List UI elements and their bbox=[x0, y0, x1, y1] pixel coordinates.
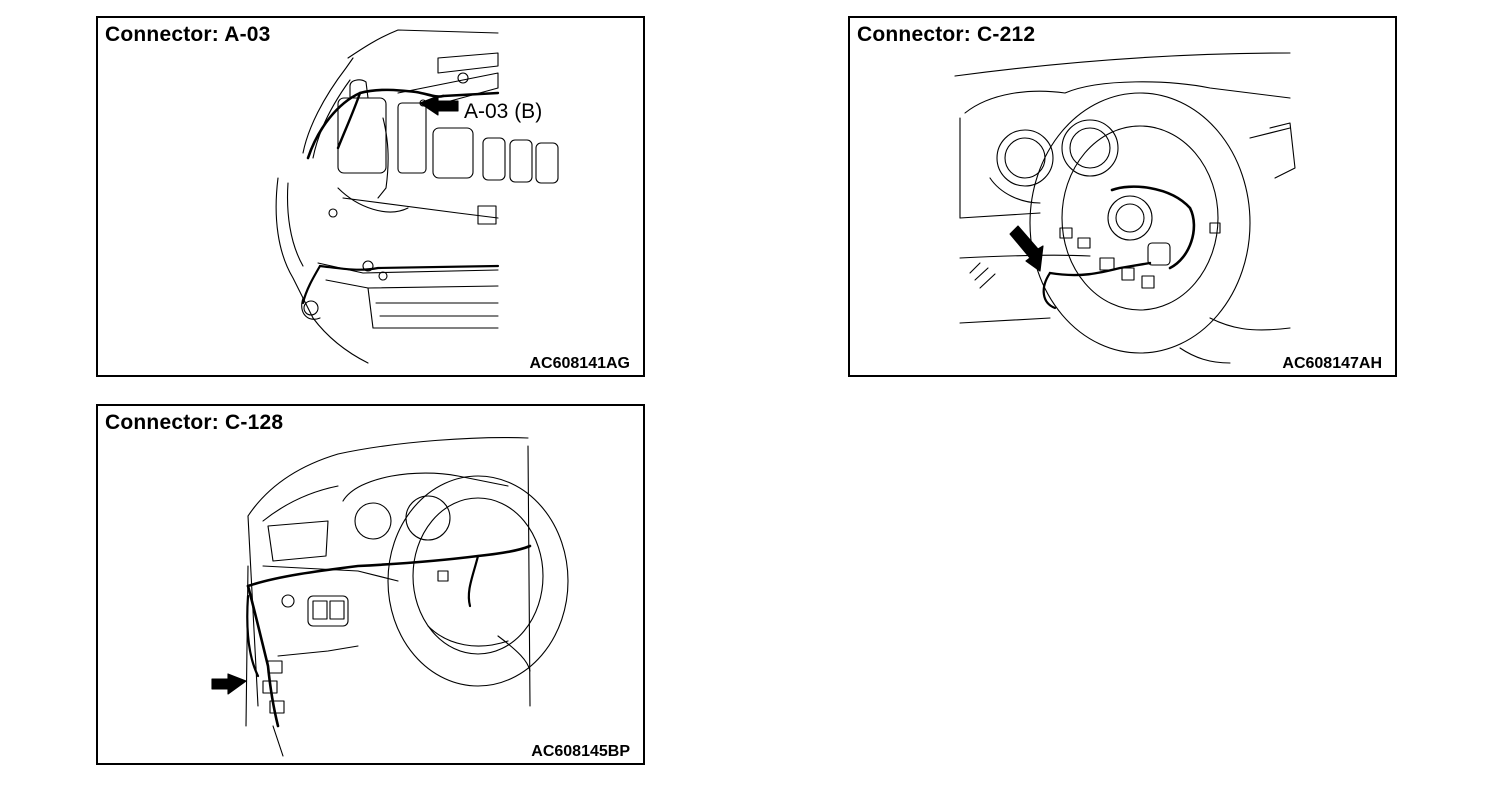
steering-wheel-illustration bbox=[850, 18, 1395, 375]
figure-code: AC608141AG bbox=[529, 355, 631, 372]
figure-code: AC608145BP bbox=[531, 743, 630, 760]
connector-c212-panel: Connector: C-212 AC608147AH bbox=[848, 16, 1397, 377]
panel-title: Connector: A-03 bbox=[105, 23, 271, 46]
connector-callout-label: A-03 (B) bbox=[464, 100, 543, 123]
pointer-arrow-icon bbox=[420, 96, 458, 115]
pointer-arrow-icon bbox=[212, 674, 246, 694]
engine-compartment-illustration bbox=[98, 18, 643, 375]
panel-title: Connector: C-128 bbox=[105, 411, 284, 434]
pointer-arrow-icon bbox=[1010, 226, 1043, 271]
dashboard-harness-illustration bbox=[98, 406, 643, 763]
panel-title: Connector: C-212 bbox=[857, 23, 1036, 46]
figure-code: AC608147AH bbox=[1282, 355, 1382, 372]
connector-a03-panel: Connector: A-03 A-03 (B) AC608141AG bbox=[96, 16, 645, 377]
connector-c128-panel: Connector: C-128 AC608145BP bbox=[96, 404, 645, 765]
